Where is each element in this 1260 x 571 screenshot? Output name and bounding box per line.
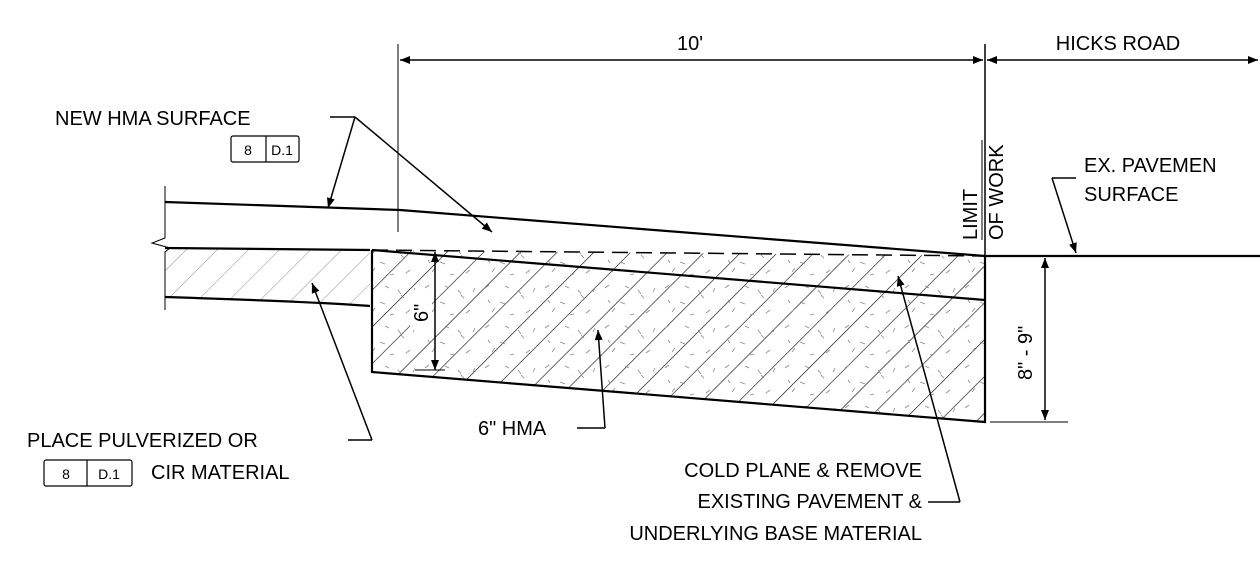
limit-of-work-label-1: LIMIT: [960, 189, 982, 240]
leader-cold-plane: [896, 275, 961, 503]
limit-of-work-label-2: OF WORK: [986, 144, 1008, 240]
dim-label-6in-bg: [410, 290, 432, 330]
hma-top-layer-line: [371, 248, 986, 302]
leader-ex-pavement: [1051, 177, 1077, 254]
leader-new-surface-a: [327, 116, 356, 209]
ref-tag-pulverized: 8 D.1: [43, 459, 133, 487]
leader-pulverized: [311, 282, 373, 441]
callout-new-hma-surface: NEW HMA SURFACE: [55, 108, 251, 130]
callout-cold-plane-2: EXISTING PAVEMENT &: [698, 491, 923, 513]
dim-label-8-9in: 8" - 9": [1015, 326, 1037, 380]
svg-text:D.1: D.1: [271, 142, 293, 158]
pulverized-base-outline: [164, 246, 371, 308]
dim-label-10ft: 10': [677, 33, 703, 55]
hma-block-aggregate: [372, 250, 985, 422]
callout-pulverized-2: CIR MATERIAL: [151, 462, 290, 484]
callout-cold-plane-1: COLD PLANE & REMOVE: [684, 460, 922, 482]
callout-ex-pavement-2: SURFACE: [1084, 184, 1178, 206]
callout-6in-hma: 6" HMA: [478, 418, 547, 440]
leader-hma: [594, 329, 606, 429]
ref-tag-new-surface: 8 D.1: [230, 135, 300, 163]
leader-new-surface-b: [354, 116, 493, 233]
callout-ex-pavement-1: EX. PAVEMEN: [1084, 155, 1217, 177]
callout-pulverized-1: PLACE PULVERIZED OR: [27, 430, 258, 452]
break-line: [150, 186, 172, 310]
new-hma-surface-line: [164, 200, 986, 258]
road-name-label: HICKS ROAD: [1056, 33, 1180, 55]
svg-text:8: 8: [62, 466, 70, 482]
callout-cold-plane-3: UNDERLYING BASE MATERIAL: [629, 523, 922, 545]
svg-text:D.1: D.1: [98, 466, 120, 482]
dim-label-6in: 6": [411, 304, 433, 322]
svg-text:8: 8: [244, 142, 252, 158]
